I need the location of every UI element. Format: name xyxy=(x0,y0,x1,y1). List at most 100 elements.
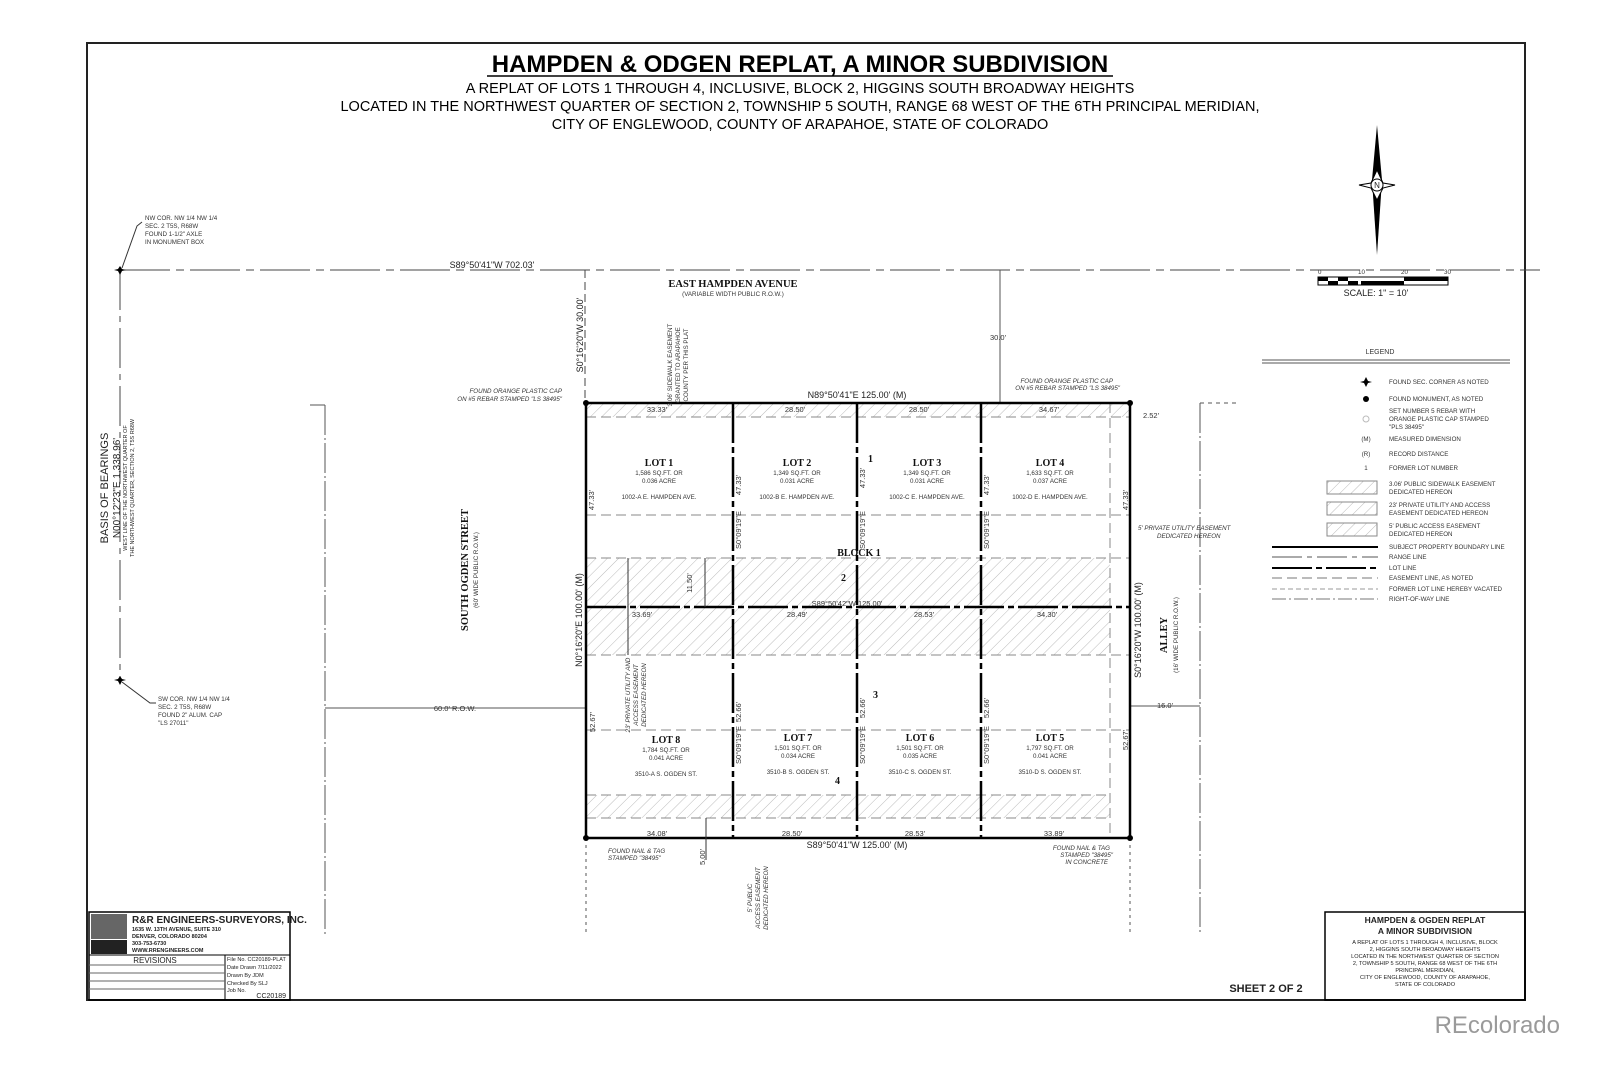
firm-title-block: R&R ENGINEERS-SURVEYORS, INC. 1635 W. 13… xyxy=(88,911,307,1001)
svg-text:5.00': 5.00' xyxy=(698,848,707,865)
svg-text:52.66': 52.66' xyxy=(858,697,867,718)
svg-text:LOT 5: LOT 5 xyxy=(1036,733,1064,744)
range-lines xyxy=(119,269,1540,935)
svg-text:WWW.RRENGINEERS.COM: WWW.RRENGINEERS.COM xyxy=(132,948,204,954)
svg-text:S0°09'19"E: S0°09'19"E xyxy=(982,726,991,764)
svg-text:LOT 2: LOT 2 xyxy=(783,458,811,469)
watermark: REcolorado xyxy=(1434,1012,1560,1039)
svg-text:LOT 8: LOT 8 xyxy=(652,735,680,746)
svg-text:DEDICATED HEREON: DEDICATED HEREON xyxy=(1389,531,1453,538)
svg-text:"LS 27011": "LS 27011" xyxy=(158,720,188,727)
svg-text:16.0': 16.0' xyxy=(1157,701,1174,710)
svg-text:RIGHT-OF-WAY LINE: RIGHT-OF-WAY LINE xyxy=(1389,596,1449,603)
svg-text:S89°50'42"W 125.00': S89°50'42"W 125.00' xyxy=(812,599,883,608)
former-lot-3: 3 xyxy=(873,690,878,701)
sheet-title-block: HAMPDEN & OGDEN REPLAT A MINOR SUBDIVISI… xyxy=(1324,911,1526,1001)
north-arrow-icon: N xyxy=(1358,125,1396,255)
svg-text:3.06' PUBLIC SIDEWALK EASEMENT: 3.06' PUBLIC SIDEWALK EASEMENT xyxy=(1389,481,1496,488)
svg-text:STAMPED "38495": STAMPED "38495" xyxy=(1060,852,1114,859)
svg-text:23' PRIVATE UTILITY AND: 23' PRIVATE UTILITY AND xyxy=(625,657,632,733)
svg-text:S0°16'20"W 30.00': S0°16'20"W 30.00' xyxy=(575,297,585,372)
svg-text:1: 1 xyxy=(1364,465,1368,472)
svg-text:1,501 SQ.FT. OR: 1,501 SQ.FT. OR xyxy=(896,745,944,752)
former-lot-4: 4 xyxy=(835,776,840,787)
street-north-sub: (VARIABLE WIDTH PUBLIC R.O.W.) xyxy=(682,291,784,298)
found-cap-nw-note: FOUND ORANGE PLASTIC CAP ON #5 REBAR STA… xyxy=(457,388,563,403)
svg-text:DEDICATED HEREON: DEDICATED HEREON xyxy=(1157,533,1221,540)
svg-text:23' PRIVATE UTILITY AND ACCESS: 23' PRIVATE UTILITY AND ACCESS xyxy=(1389,502,1490,509)
svg-text:ACCESS EASEMENT: ACCESS EASEMENT xyxy=(633,663,640,726)
svg-text:52.66': 52.66' xyxy=(982,697,991,718)
monument-ne xyxy=(1127,400,1133,406)
svg-text:FOUND NAIL & TAG: FOUND NAIL & TAG xyxy=(1053,845,1110,852)
svg-text:LOT 1: LOT 1 xyxy=(645,458,673,469)
svg-text:30: 30 xyxy=(1444,269,1451,276)
svg-text:BASIS OF BEARINGS: BASIS OF BEARINGS xyxy=(99,433,111,544)
svg-text:COUNTY PER THIS PLAT: COUNTY PER THIS PLAT xyxy=(683,328,690,401)
nw-corner-note: NW COR. NW 1/4 NW 1/4 SEC. 2 T5S, R68W F… xyxy=(121,215,218,269)
dimensions: N89°50'41"E 125.00' (M) 33.33' 28.50' 28… xyxy=(434,260,1174,865)
svg-text:1,501 SQ.FT. OR: 1,501 SQ.FT. OR xyxy=(774,745,822,752)
subtitle-line-3: CITY OF ENGLEWOOD, COUNTY OF ARAPAHOE, S… xyxy=(552,117,1049,133)
svg-text:1002-D E. HAMPDEN AVE.: 1002-D E. HAMPDEN AVE. xyxy=(1012,494,1088,501)
svg-text:IN CONCRETE: IN CONCRETE xyxy=(1065,859,1108,866)
monument-nw xyxy=(583,400,589,406)
svg-text:S0°16'20"W 100.00' (M): S0°16'20"W 100.00' (M) xyxy=(1133,582,1143,678)
street-west: SOUTH OGDEN STREET xyxy=(460,509,471,631)
svg-text:MEASURED DIMENSION: MEASURED DIMENSION xyxy=(1389,436,1461,443)
svg-text:HAMPDEN & OGDEN REPLAT: HAMPDEN & OGDEN REPLAT xyxy=(1365,915,1487,925)
svg-text:1,797 SQ.FT. OR: 1,797 SQ.FT. OR xyxy=(1026,745,1074,752)
svg-text:ACCESS EASEMENT: ACCESS EASEMENT xyxy=(755,866,762,929)
svg-text:DEDICATED HEREON: DEDICATED HEREON xyxy=(641,663,648,727)
svg-text:52.67': 52.67' xyxy=(1121,729,1130,750)
nail-sw-note: FOUND NAIL & TAG STAMPED "38495" xyxy=(608,848,665,862)
svg-text:20: 20 xyxy=(1401,269,1408,276)
svg-text:0.041 ACRE: 0.041 ACRE xyxy=(649,755,683,762)
svg-text:FORMER LOT LINE HEREBY VACATED: FORMER LOT LINE HEREBY VACATED xyxy=(1389,586,1503,593)
svg-text:1,586 SQ.FT. OR: 1,586 SQ.FT. OR xyxy=(635,470,683,477)
sheet-number: SHEET 2 OF 2 xyxy=(1229,983,1302,995)
block-label: BLOCK 1 xyxy=(837,548,881,559)
svg-text:60.0' R.O.W.: 60.0' R.O.W. xyxy=(434,704,476,713)
svg-text:GRANTED TO ARAPAHOE: GRANTED TO ARAPAHOE xyxy=(675,327,682,403)
svg-text:EASEMENT DEDICATED HEREON: EASEMENT DEDICATED HEREON xyxy=(1389,510,1488,517)
svg-text:3.06' SIDEWALK EASEMENT: 3.06' SIDEWALK EASEMENT xyxy=(667,324,674,407)
svg-text:28.50': 28.50' xyxy=(785,405,806,414)
svg-text:ORANGE PLASTIC CAP STAMPED: ORANGE PLASTIC CAP STAMPED xyxy=(1389,416,1489,423)
svg-text:0.034 ACRE: 0.034 ACRE xyxy=(781,753,815,760)
svg-text:1002-B E. HAMPDEN AVE.: 1002-B E. HAMPDEN AVE. xyxy=(759,494,834,501)
svg-text:N00°12'23"E 1,338.96': N00°12'23"E 1,338.96' xyxy=(112,438,123,538)
firm-logo xyxy=(91,914,127,939)
sheet-border xyxy=(86,42,1526,1001)
svg-text:S89°50'41"W 125.00' (M): S89°50'41"W 125.00' (M) xyxy=(807,840,908,850)
svg-text:1002-A E. HAMPDEN AVE.: 1002-A E. HAMPDEN AVE. xyxy=(622,494,697,501)
svg-text:LOT LINE: LOT LINE xyxy=(1389,565,1416,572)
plat-title: HAMPDEN & ODGEN REPLAT, A MINOR SUBDIVIS… xyxy=(492,51,1108,78)
lot-lines xyxy=(586,403,1130,838)
svg-text:REVISIONS: REVISIONS xyxy=(133,956,177,965)
svg-text:47.33': 47.33' xyxy=(587,489,596,510)
svg-text:(M): (M) xyxy=(1361,436,1370,443)
svg-text:33.33': 33.33' xyxy=(647,405,668,414)
svg-text:SUBJECT PROPERTY BOUNDARY LINE: SUBJECT PROPERTY BOUNDARY LINE xyxy=(1389,544,1505,551)
svg-text:47.33': 47.33' xyxy=(734,474,743,495)
rebar-icon xyxy=(1362,415,1370,423)
svg-text:FOUND ORANGE PLASTIC CAP: FOUND ORANGE PLASTIC CAP xyxy=(1021,378,1114,385)
svg-text:52.66': 52.66' xyxy=(734,701,743,722)
svg-text:28.50': 28.50' xyxy=(909,405,930,414)
svg-text:10: 10 xyxy=(1358,269,1365,276)
legend: LEGEND FOUND SEC. CORNER AS NOTED FOUND … xyxy=(1262,349,1510,603)
sw-corner-note: SW COR. NW 1/4 NW 1/4 SEC. 2 T5S, R68W F… xyxy=(121,681,230,727)
svg-text:34.67': 34.67' xyxy=(1039,405,1060,414)
svg-text:LOT 3: LOT 3 xyxy=(913,458,941,469)
svg-text:FOUND SEC. CORNER AS NOTED: FOUND SEC. CORNER AS NOTED xyxy=(1389,379,1489,386)
svg-text:SEC. 2 T5S, R68W: SEC. 2 T5S, R68W xyxy=(158,704,211,711)
svg-text:RECORD DISTANCE: RECORD DISTANCE xyxy=(1389,451,1448,458)
svg-text:"PLS 38495": "PLS 38495" xyxy=(1389,424,1424,431)
nw-corner-icon xyxy=(114,266,126,275)
